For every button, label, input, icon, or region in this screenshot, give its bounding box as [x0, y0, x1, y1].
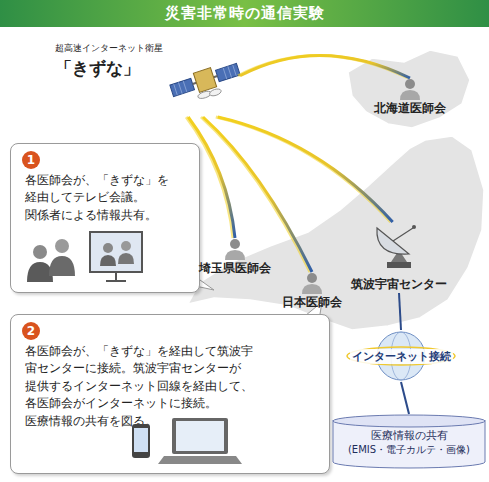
japan-map — [188, 50, 484, 330]
place-node: 日本医師会 — [270, 272, 354, 311]
connector-line — [240, 55, 410, 78]
node-text: 超高速インターネット衛星 — [55, 42, 240, 55]
dish-feed — [393, 228, 413, 241]
place-node: 筑波宇宙センター — [336, 222, 462, 293]
callout-number: 2 — [22, 322, 40, 340]
place-node: 埼玉県医師会 — [190, 238, 280, 277]
connector-line — [203, 117, 312, 272]
icon-body — [400, 90, 420, 100]
node-text: 各医師会が、「きずな」を 経由してテレビ会議。 関係者による情報共有。 — [25, 172, 181, 224]
beam-glow — [216, 117, 391, 222]
node-text: インターネット接続 — [350, 349, 453, 364]
node-text: 各医師会が、「きずな」を経由して筑波宇 宙センターに接続。筑波宇宙センターが 提… — [25, 343, 283, 430]
connector — [216, 117, 393, 222]
connector-line — [399, 293, 401, 330]
connector — [399, 293, 401, 330]
beam-glow — [201, 117, 310, 272]
antenna-dish-icon — [369, 222, 429, 276]
callout-box: 各医師会が、「きずな」を経由して筑波宇 宙センターに接続。筑波宇宙センターが 提… — [10, 314, 330, 474]
icon-body — [225, 250, 245, 260]
connector-line — [218, 117, 393, 222]
cylinder-top — [333, 415, 485, 427]
dish-bowl — [377, 228, 409, 254]
connector — [238, 55, 410, 78]
connector-line — [401, 382, 409, 414]
node-text: 医療情報の共有 — [338, 428, 480, 443]
video-conference-icon — [27, 232, 142, 282]
node-text: 「きずな」 — [55, 57, 240, 80]
node-text: 筑波宇宙センター — [336, 276, 462, 293]
icon-head — [405, 79, 415, 89]
title-bar: 災害非常時の通信実験 — [0, 0, 489, 27]
connector — [201, 117, 312, 272]
satellite-icon — [169, 60, 244, 108]
dish-base — [387, 262, 411, 268]
icon-head — [307, 273, 317, 283]
node-text: 埼玉県医師会 — [190, 260, 280, 277]
dish-feed-head — [412, 225, 416, 229]
icon-head — [230, 239, 240, 249]
callout-number: 1 — [22, 151, 40, 169]
node-text: 日本医師会 — [270, 294, 354, 311]
place-node: 北海道医師会 — [362, 78, 458, 117]
person-icon — [223, 238, 247, 260]
globe-node: インターネット接続 — [344, 330, 458, 382]
node-text: 北海道医師会 — [362, 100, 458, 117]
person-icon — [300, 272, 324, 294]
diagram-title: 災害非常時の通信実験 — [165, 4, 325, 23]
person-icon — [398, 78, 422, 100]
phone-laptop-icon — [132, 418, 242, 464]
node-text: (EMIS・電子カルテ・画像) — [338, 443, 480, 457]
satellite-node: 超高速インターネット衛星「きずな」 — [55, 42, 240, 117]
icon-body — [302, 284, 322, 294]
globe-ring — [347, 347, 455, 365]
connector — [401, 382, 409, 414]
database-cylinder: 医療情報の共有(EMIS・電子カルテ・画像) — [332, 414, 486, 469]
callout-box: 各医師会が、「きずな」を 経由してテレビ会議。 関係者による情報共有。 — [10, 143, 200, 293]
